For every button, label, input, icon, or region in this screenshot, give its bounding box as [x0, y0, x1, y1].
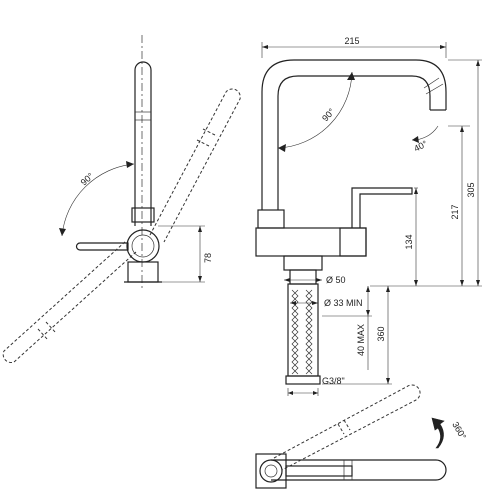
max-thickness-label: 40 MAX: [356, 324, 366, 356]
top-view: 360°: [255, 384, 468, 489]
thread-label: G3/8": [322, 376, 345, 386]
rotation-arrow: [431, 417, 445, 449]
total-height-label: 305: [466, 182, 476, 197]
width-label: 215: [344, 36, 359, 46]
hole-diameter-label: Ø 33 MIN: [324, 298, 363, 308]
rotation-angle-label: 360°: [450, 420, 468, 441]
side-view: 90° 78: [2, 35, 241, 363]
body-height-label: 134: [404, 234, 414, 249]
base-diameter-label: Ø 50: [326, 275, 346, 285]
front-view: 90° 40° 215: [255, 36, 482, 396]
spout-angle-label: 90°: [320, 106, 337, 123]
hose-length-label: 360: [376, 326, 386, 341]
spout-height-label: 217: [450, 204, 460, 219]
flex-hoses: [285, 283, 321, 385]
base-height-label: 78: [203, 253, 213, 263]
side-angle-label: 90°: [79, 171, 96, 188]
